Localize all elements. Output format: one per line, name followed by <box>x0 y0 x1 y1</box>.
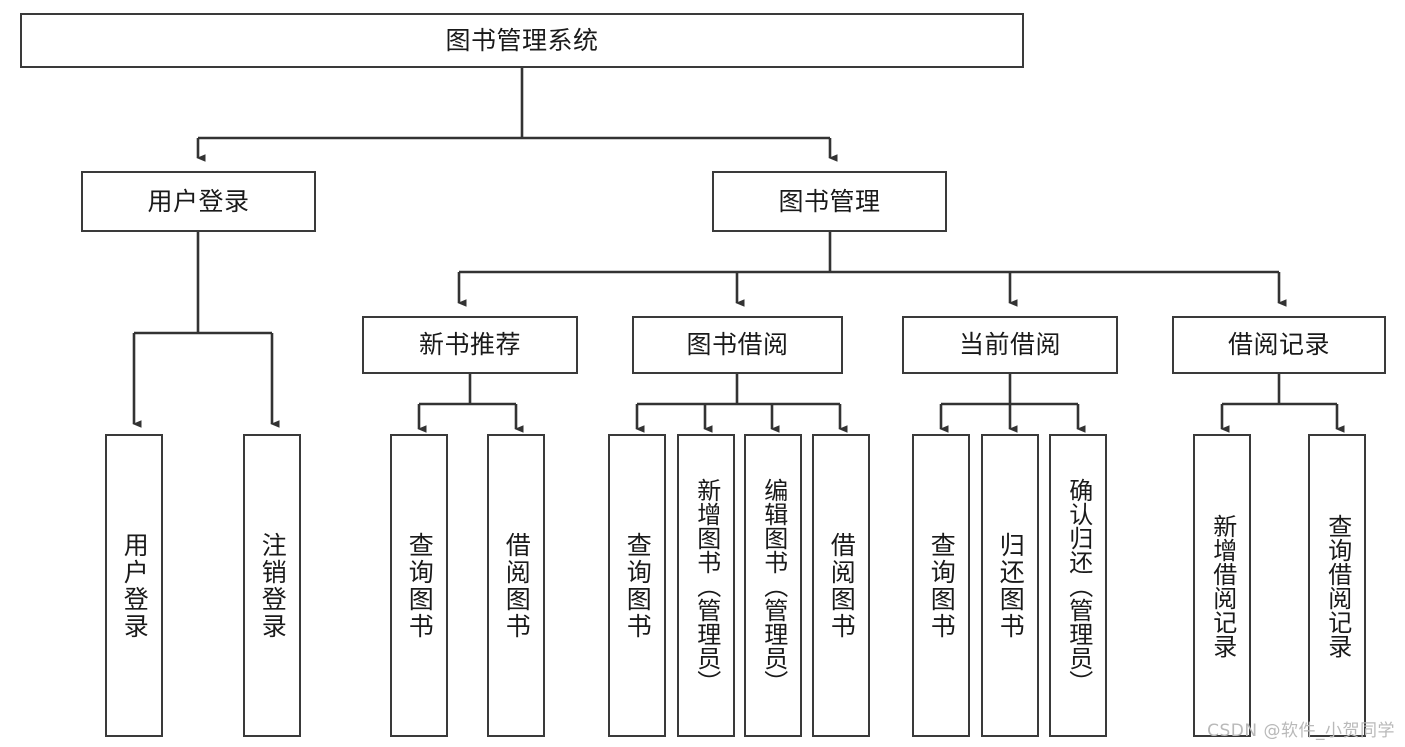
node-label: 用户登录 <box>120 531 150 640</box>
node-label: 归还图书 <box>996 531 1026 640</box>
node-label: 新增图书（管理员） <box>692 477 721 694</box>
node-label: 用户登录 <box>147 186 250 216</box>
leaf-edit-book-admin[interactable]: 编辑图书（管理员） <box>744 434 802 737</box>
leaf-query-book-recommend[interactable]: 查询图书 <box>390 434 448 737</box>
node-label: 借阅图书 <box>827 531 857 640</box>
leaf-confirm-return-admin[interactable]: 确认归还（管理员） <box>1049 434 1107 737</box>
node-label: 借阅记录 <box>1227 330 1330 360</box>
leaf-logout-login[interactable]: 注销登录 <box>243 434 301 737</box>
node-label: 当前借阅 <box>958 330 1061 360</box>
leaf-query-borrow-record[interactable]: 查询借阅记录 <box>1308 434 1366 737</box>
leaf-borrow-book[interactable]: 借阅图书 <box>812 434 870 737</box>
node-current-borrow[interactable]: 当前借阅 <box>902 316 1118 374</box>
node-label: 图书管理 <box>778 186 881 216</box>
leaf-add-borrow-record[interactable]: 新增借阅记录 <box>1193 434 1251 737</box>
node-label: 借阅图书 <box>502 531 532 640</box>
node-label: 查询借阅记录 <box>1323 513 1352 658</box>
leaf-query-book-current[interactable]: 查询图书 <box>912 434 970 737</box>
watermark-csdn: CSDN @软件_小贺同学 <box>1207 721 1395 741</box>
node-label: 图书管理系统 <box>445 25 599 55</box>
leaf-user-login[interactable]: 用户登录 <box>105 434 163 737</box>
node-book-management[interactable]: 图书管理 <box>712 171 947 232</box>
node-user-login[interactable]: 用户登录 <box>81 171 316 232</box>
node-label: 查询图书 <box>927 531 957 640</box>
node-label: 查询图书 <box>623 531 653 640</box>
node-book-borrow[interactable]: 图书借阅 <box>632 316 843 374</box>
node-label: 查询图书 <box>405 531 435 640</box>
node-label: 图书借阅 <box>686 330 789 360</box>
node-label: 新增借阅记录 <box>1208 513 1237 658</box>
leaf-add-book-admin[interactable]: 新增图书（管理员） <box>677 434 735 737</box>
node-label: 确认归还（管理员） <box>1064 477 1093 694</box>
node-root-book-management-system[interactable]: 图书管理系统 <box>20 13 1024 68</box>
node-label: 编辑图书（管理员） <box>759 477 788 694</box>
node-label: 新书推荐 <box>418 330 521 360</box>
node-new-book-recommend[interactable]: 新书推荐 <box>362 316 578 374</box>
leaf-return-book[interactable]: 归还图书 <box>981 434 1039 737</box>
node-borrow-record[interactable]: 借阅记录 <box>1172 316 1386 374</box>
leaf-borrow-book-recommend[interactable]: 借阅图书 <box>487 434 545 737</box>
leaf-query-book-borrow[interactable]: 查询图书 <box>608 434 666 737</box>
node-label: 注销登录 <box>258 531 288 640</box>
